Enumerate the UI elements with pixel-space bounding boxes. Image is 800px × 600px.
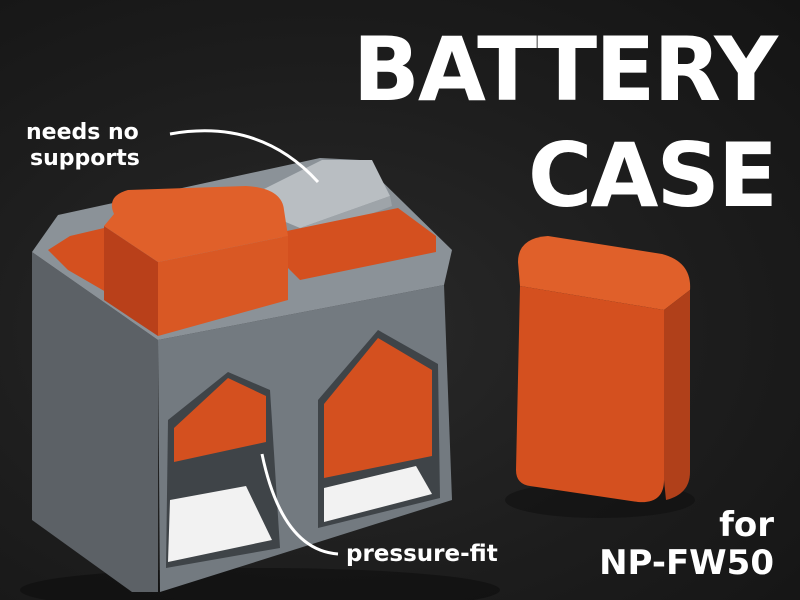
battery-top-right xyxy=(282,208,436,280)
title-line-1: BATTERY xyxy=(352,18,778,121)
battery-raised-top xyxy=(104,186,288,262)
window-right-battery xyxy=(324,338,432,478)
callout-pressure-fit: pressure-fit xyxy=(346,541,498,567)
case-left-side xyxy=(32,252,158,592)
window-left-battery xyxy=(174,378,266,462)
battery-raised-side xyxy=(104,226,158,336)
callout-supports-line-1: needs no xyxy=(26,120,139,145)
title-line-2: CASE xyxy=(527,124,778,227)
battery-top-left xyxy=(48,228,106,292)
standalone-battery-front xyxy=(516,286,664,503)
case-shadow xyxy=(20,568,500,600)
window-right-light xyxy=(324,466,432,522)
standalone-battery-top xyxy=(518,236,691,310)
subtitle-line-2: NP-FW50 xyxy=(599,543,774,583)
window-left-light xyxy=(168,486,272,562)
callout-line-fit xyxy=(260,453,339,556)
subtitle-line-1: for xyxy=(719,505,774,545)
standalone-battery-side xyxy=(664,290,690,500)
callout-line-supports xyxy=(169,129,320,184)
callout-supports-line-2: supports xyxy=(30,146,140,171)
battery-raised-front xyxy=(158,236,288,336)
